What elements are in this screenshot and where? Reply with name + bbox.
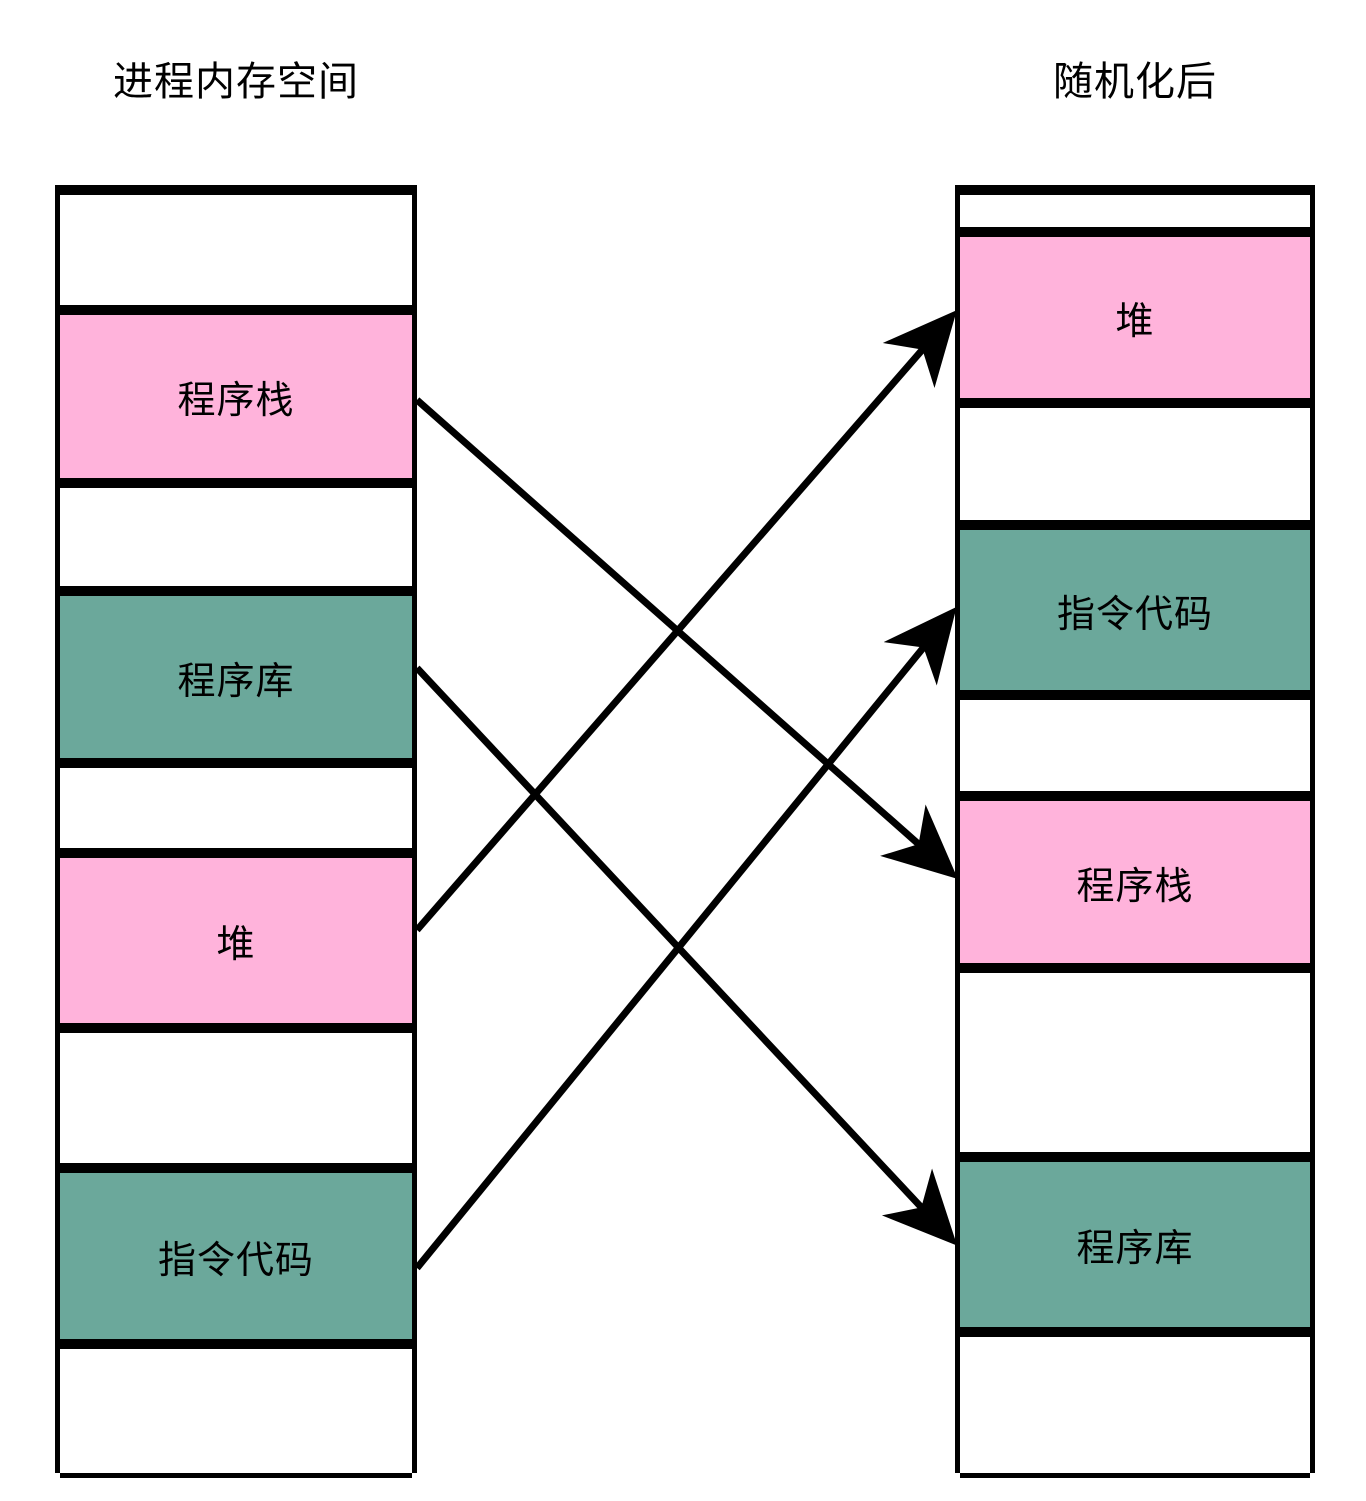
memory-segment-left: 程序栈: [60, 310, 412, 483]
memory-segment-right: 程序库: [960, 1157, 1310, 1332]
memory-gap-left: [60, 483, 412, 591]
segment-label: 堆: [216, 924, 256, 966]
memory-gap-left: [60, 190, 412, 310]
segment-label: 指令代码: [157, 1239, 314, 1282]
memory-gap-left: [60, 1028, 412, 1168]
memory-segment-right: 指令代码: [960, 525, 1310, 695]
memory-gap-right: [960, 1332, 1310, 1478]
memory-segment-left: 指令代码: [60, 1168, 412, 1344]
memory-segment-right: 程序栈: [960, 796, 1310, 968]
heap-mapping-arrow: [414, 310, 957, 933]
segment-label: 指令代码: [1056, 593, 1213, 636]
memory-gap-right: [960, 190, 1310, 232]
code-mapping-arrow: [414, 606, 957, 1271]
memory-gap-right: [960, 695, 1310, 796]
segment-label: 程序库: [177, 660, 295, 703]
memory-segment-left: 程序库: [60, 591, 412, 763]
right-column-title: 随机化后: [1053, 60, 1217, 104]
memory-gap-right: [960, 403, 1310, 525]
library-mapping-arrow: [414, 665, 958, 1246]
memory-segment-right: 堆: [960, 232, 1310, 403]
memory-gap-left: [60, 1344, 412, 1478]
segment-label: 程序栈: [177, 380, 295, 422]
process-memory-column: 程序栈程序库堆指令代码: [55, 185, 417, 1478]
segment-label: 程序栈: [1076, 865, 1194, 908]
segment-label: 程序库: [1076, 1228, 1194, 1270]
memory-gap-right: [960, 968, 1310, 1157]
segment-label: 堆: [1115, 301, 1155, 343]
memory-segment-left: 堆: [60, 853, 412, 1028]
left-column-title: 进程内存空间: [113, 60, 359, 104]
memory-gap-left: [60, 763, 412, 853]
randomized-memory-column: 堆指令代码程序栈程序库: [955, 185, 1315, 1478]
stack-mapping-arrow: [414, 397, 958, 879]
